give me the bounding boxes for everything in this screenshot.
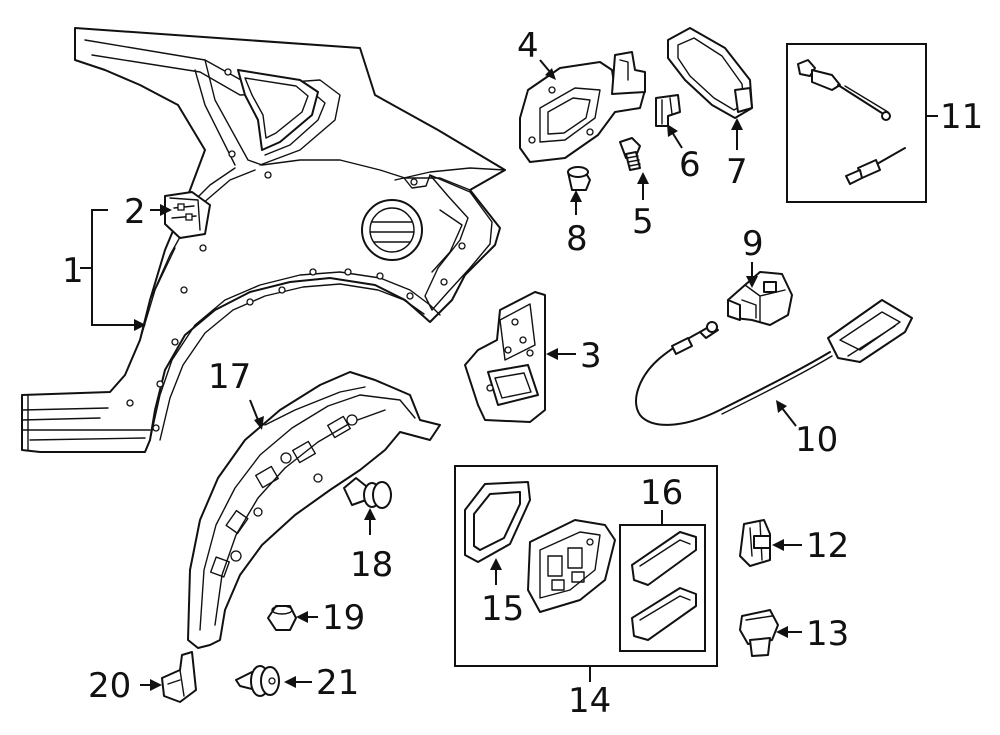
callout-21: 21 — [316, 663, 359, 703]
callout-1: 1 — [62, 251, 84, 291]
charge-port-part-14[interactable] — [464, 481, 616, 613]
bumper-stop-part-8[interactable] — [567, 166, 591, 191]
push-clip-part-13[interactable] — [739, 609, 779, 657]
bracket-part-2[interactable] — [164, 191, 211, 239]
callout-2: 2 — [124, 192, 146, 232]
fuel-door-housing-part-4[interactable] — [519, 51, 646, 163]
callout-14: 14 — [568, 681, 611, 721]
quarter-panel-part[interactable] — [21, 27, 506, 453]
callout-17: 17 — [208, 357, 251, 397]
clip-part-6[interactable] — [655, 94, 681, 127]
leader-lines — [80, 59, 938, 691]
kit-box-11 — [786, 43, 927, 203]
callout-15: 15 — [481, 589, 524, 629]
callout-7: 7 — [726, 152, 748, 192]
push-pin-part-18[interactable] — [343, 477, 392, 509]
release-cable-part-10[interactable] — [635, 299, 913, 426]
callout-18: 18 — [350, 545, 393, 585]
bolt-part-5[interactable] — [619, 137, 641, 171]
reinforcement-part-3[interactable] — [464, 291, 546, 423]
callout-20: 20 — [88, 666, 131, 706]
kit-box-14 — [454, 465, 718, 667]
retainer-clip-part-12[interactable] — [739, 519, 771, 567]
callout-19: 19 — [322, 598, 365, 638]
callout-16: 16 — [640, 473, 683, 513]
callout-labels: 1 2 3 4 5 6 7 8 9 10 11 12 13 14 15 16 1… — [62, 26, 983, 721]
lid-set-part-16[interactable] — [631, 531, 697, 641]
callout-10: 10 — [795, 420, 838, 460]
callout-11: 11 — [940, 97, 983, 137]
callout-13: 13 — [806, 614, 849, 654]
wheel-house-liner-part-17[interactable] — [187, 371, 441, 649]
bracket-part-20[interactable] — [161, 651, 197, 703]
callout-8: 8 — [566, 219, 588, 259]
callout-6: 6 — [679, 145, 701, 185]
callout-4: 4 — [517, 26, 539, 66]
push-retainer-part-21[interactable] — [235, 665, 280, 697]
fuel-door-part-7[interactable] — [667, 27, 753, 119]
callout-5: 5 — [632, 202, 654, 242]
cable-kit-part-11[interactable] — [797, 59, 906, 185]
callout-9: 9 — [742, 224, 764, 264]
actuator-part-9[interactable] — [727, 271, 793, 326]
callout-12: 12 — [806, 526, 849, 566]
nut-part-19[interactable] — [267, 605, 297, 631]
callout-3: 3 — [580, 336, 602, 376]
